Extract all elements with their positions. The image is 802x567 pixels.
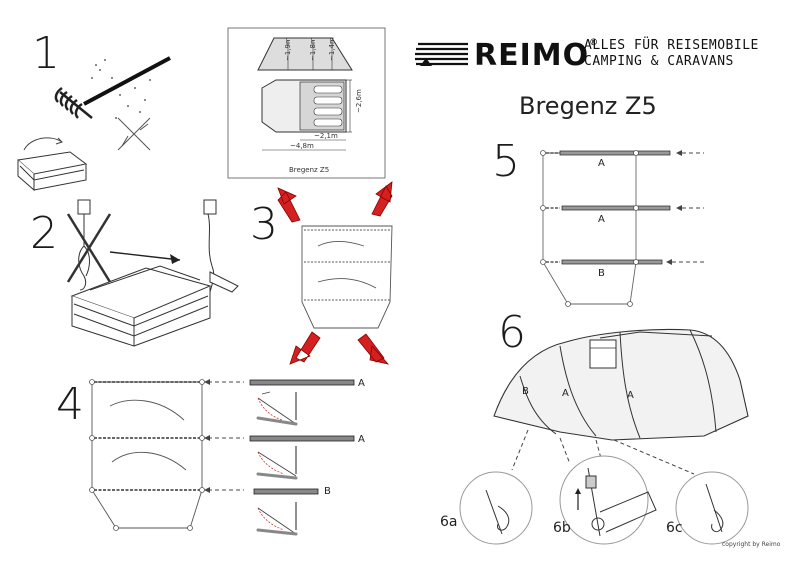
- step6-pole-label-a2: A: [627, 390, 634, 401]
- step6-pole-label-b: B: [522, 386, 529, 397]
- model-title: Bregenz Z5: [519, 92, 657, 120]
- brand-header: REIMO® ALLES FÜR REISEMOBILE CAMPING & C…: [412, 36, 792, 76]
- step-number-4: 4: [56, 379, 84, 430]
- step5-pole-label-a1: A: [598, 158, 605, 169]
- step4-pole-label-b: B: [324, 486, 331, 497]
- plan-length-inner: ~2,1m: [314, 132, 338, 140]
- step5-pole-label-a2: A: [598, 214, 605, 225]
- step-number-3: 3: [250, 199, 278, 250]
- step4-pole-label-a1: A: [358, 378, 365, 389]
- substep-label-6a: 6a: [440, 514, 458, 530]
- substep-label-6b: 6b: [553, 520, 571, 536]
- plan-height-2: ~1,8m: [309, 37, 317, 61]
- step4-pole-label-a2: A: [358, 434, 365, 445]
- copyright-notice: copyright by Reimo: [722, 541, 781, 548]
- plan-height-3: ~1,4m: [328, 37, 336, 61]
- step-number-1: 1: [32, 28, 60, 79]
- step-number-5: 5: [492, 136, 520, 187]
- step5-pole-label-b: B: [598, 268, 605, 279]
- step6-pole-label-a1: A: [562, 388, 569, 399]
- reimo-logo-icon: [415, 42, 468, 66]
- plan-height-1: ~1,9m: [284, 37, 292, 61]
- step-number-6: 6: [498, 307, 526, 358]
- brand-name: REIMO®: [474, 38, 600, 73]
- plan-width: ~2,6m: [355, 89, 363, 113]
- tent-plan-frame: [227, 27, 386, 179]
- brand-tagline-2: CAMPING & CARAVANS: [584, 54, 734, 69]
- substep-label-6c: 6c: [666, 520, 683, 536]
- step-number-2: 2: [30, 208, 58, 259]
- brand-tagline-1: ALLES FÜR REISEMOBILE: [584, 38, 759, 53]
- plan-length-total: ~4,8m: [290, 142, 314, 150]
- plan-caption: Bregenz Z5: [289, 166, 329, 174]
